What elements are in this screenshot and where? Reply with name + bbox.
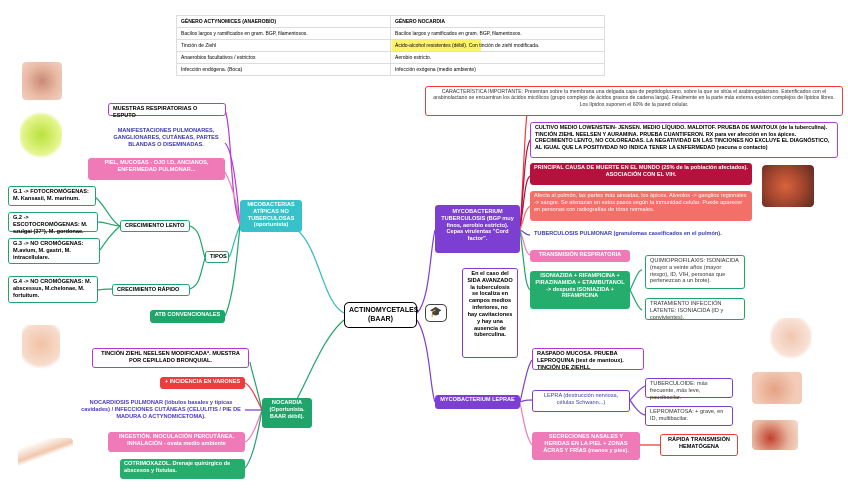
- nocardia-node: NOCARDIA (Oportunista. BAAR débil).: [262, 398, 312, 428]
- conventional-atb-node: ATB CONVENCIONALES: [150, 310, 225, 323]
- main-death-cause-node: PRINCIPAL CAUSA DE MUERTE EN EL MUNDO (2…: [530, 163, 752, 185]
- culture-node: CULTIVO MEDIO LOWENSTEIN- JENSEN. MEDIO …: [530, 122, 838, 158]
- slow-growth-node: CRECIMIENTO LENTO: [120, 220, 190, 232]
- skin-lesion-image: [22, 62, 62, 100]
- comparison-table: GÉNERO ACTYNOMICES (ANAEROBIO) GÉNERO NO…: [176, 15, 605, 76]
- table-cell: Ácido-alcohol resistentes (débil). Con t…: [390, 39, 605, 52]
- table-cell: Infección exógena (medio ambiente): [390, 63, 605, 76]
- syringe-injection-image: [18, 438, 73, 470]
- lung-affection-node: Afecta al pulmón, las partes más aireada…: [530, 191, 752, 221]
- person-inhaler-image: [22, 325, 60, 373]
- pulmonary-tb-node: TUBERCULOSIS PULMONAR (granulomas caseif…: [534, 231, 722, 237]
- mycobacteria-micrograph-image: [762, 165, 814, 207]
- table-header-nocardia: GÉNERO NOCARDIA: [390, 15, 605, 28]
- hematogenous-transmission-node: RÁPIDA TRANSMISIÓN HEMATÓGENA: [660, 434, 738, 456]
- male-incidence-node: + INCIDENCIA EN VARONES: [160, 377, 245, 389]
- manifestations-node: MANIFESTACIONES PULMONARES, GANGLIONARES…: [113, 128, 219, 148]
- table-cell: Bacilos largos y ramificados en gram. BG…: [176, 27, 391, 40]
- group-4-node: G.4 -> NO CROMÓGENAS: M. abscessus, M.ch…: [8, 276, 98, 303]
- lepromatous-node: LEPROMATOSA: + grave, en ID, multibacila…: [645, 406, 733, 426]
- table-cell: Infección endógena. (Boca): [176, 63, 391, 76]
- latent-infection-node: TRATAMIENTO INFECCIÓN LATENTE: ISONIACID…: [645, 298, 745, 321]
- group-3-node: G.3 -> NO CROMÓGENAS: M.avium, M. gastri…: [8, 238, 100, 264]
- table-cell: Tinción de Ziehl: [176, 39, 391, 52]
- graduation-cap-icon: 🎓: [425, 304, 447, 322]
- atypical-mycobacteria-node: MICOBACTERIAS ATÍPICAS NO TUBERCULOSAS (…: [240, 200, 302, 232]
- chemoprophylaxis-node: QUIMIOPROFILAXIS: ISONIACIDA (mayor a ve…: [645, 255, 745, 289]
- aids-node: En el caso del SIDA AVANZADO la tubercul…: [462, 268, 518, 358]
- leprosy-hand-image: [752, 372, 802, 404]
- types-node: TIPOS: [205, 251, 229, 263]
- table-cell: Bacilos largos y ramificados en gram. BG…: [390, 27, 605, 40]
- tuberculoid-node: TUBERCULOIDE: más frecuente, más leve, p…: [645, 378, 733, 401]
- table-header-actynomices: GÉNERO ACTYNOMICES (ANAEROBIO): [176, 15, 391, 28]
- ingestion-node: INGESTIÓN. INOCULACIÓN PERCUTÁNEA. INHAL…: [108, 432, 245, 452]
- group-1-node: G.1 -> FOTOCROMÓGENAS: M. Kansasii, M. m…: [8, 186, 96, 206]
- pulmonary-nocardiosis-node: NOCARDIOSIS PULMONAR (lóbulos basales y …: [81, 400, 241, 420]
- important-feature-node: CARACTERÍSTICA IMPORTANTE: Presentan sob…: [425, 86, 843, 116]
- leprae-node: MYCOBACTERIUM LEPRAE: [435, 395, 520, 409]
- group-2-node: G.2 -> ESCOTOCROMÓGENAS: M. szulgai (37°…: [8, 212, 98, 235]
- central-topic: ACTINOMYCETALES (BAAR): [344, 302, 418, 328]
- ziehl-neelsen-node: TINCIÓN ZIEHL NEELSEN MODIFICADA*. MUEST…: [92, 348, 249, 368]
- tuberculosis-node: MYCOBACTERIUM TUBERCULOSIS (BGP muy fino…: [435, 205, 520, 253]
- skin-mucosa-node: PIEL, MUCOSAS - OJO I.D, ANCIANOS, ENFER…: [88, 158, 225, 180]
- table-cell: Aerobio estricto.: [390, 51, 605, 64]
- treatment-node: ISONIAZIDA + RIFAMPICINA + PIRAZINAMIDA …: [530, 271, 630, 309]
- table-cell: Anaerobios facultativos / estrictos: [176, 51, 391, 64]
- respiratory-transmission-node: TRANSMISIÓN RESPIRATORIA: [530, 250, 630, 262]
- fast-growth-node: CRECIMIENTO RÁPIDO: [112, 284, 190, 296]
- leprosy-node: LEPRA (destrucción nerviosa, células Sch…: [532, 390, 630, 412]
- cotrimoxazol-node: COTRIMOXAZOL. Drenaje quirúrgico de absc…: [120, 459, 245, 479]
- leprosy-foot-image: [752, 420, 798, 450]
- scraping-node: RASPADO MUCOSA. PRUEBA LEPROQUINA (test …: [532, 348, 644, 371]
- respiratory-samples-node: MUESTRAS RESPIRATORIAS O ESPUTO: [108, 103, 226, 119]
- nasal-secretions-node: SECRECIONES NASALES Y HERIDAS EN LA PIEL…: [532, 432, 640, 460]
- child-coughing-image: [770, 318, 812, 360]
- bacteria-illustration-image: [20, 110, 62, 160]
